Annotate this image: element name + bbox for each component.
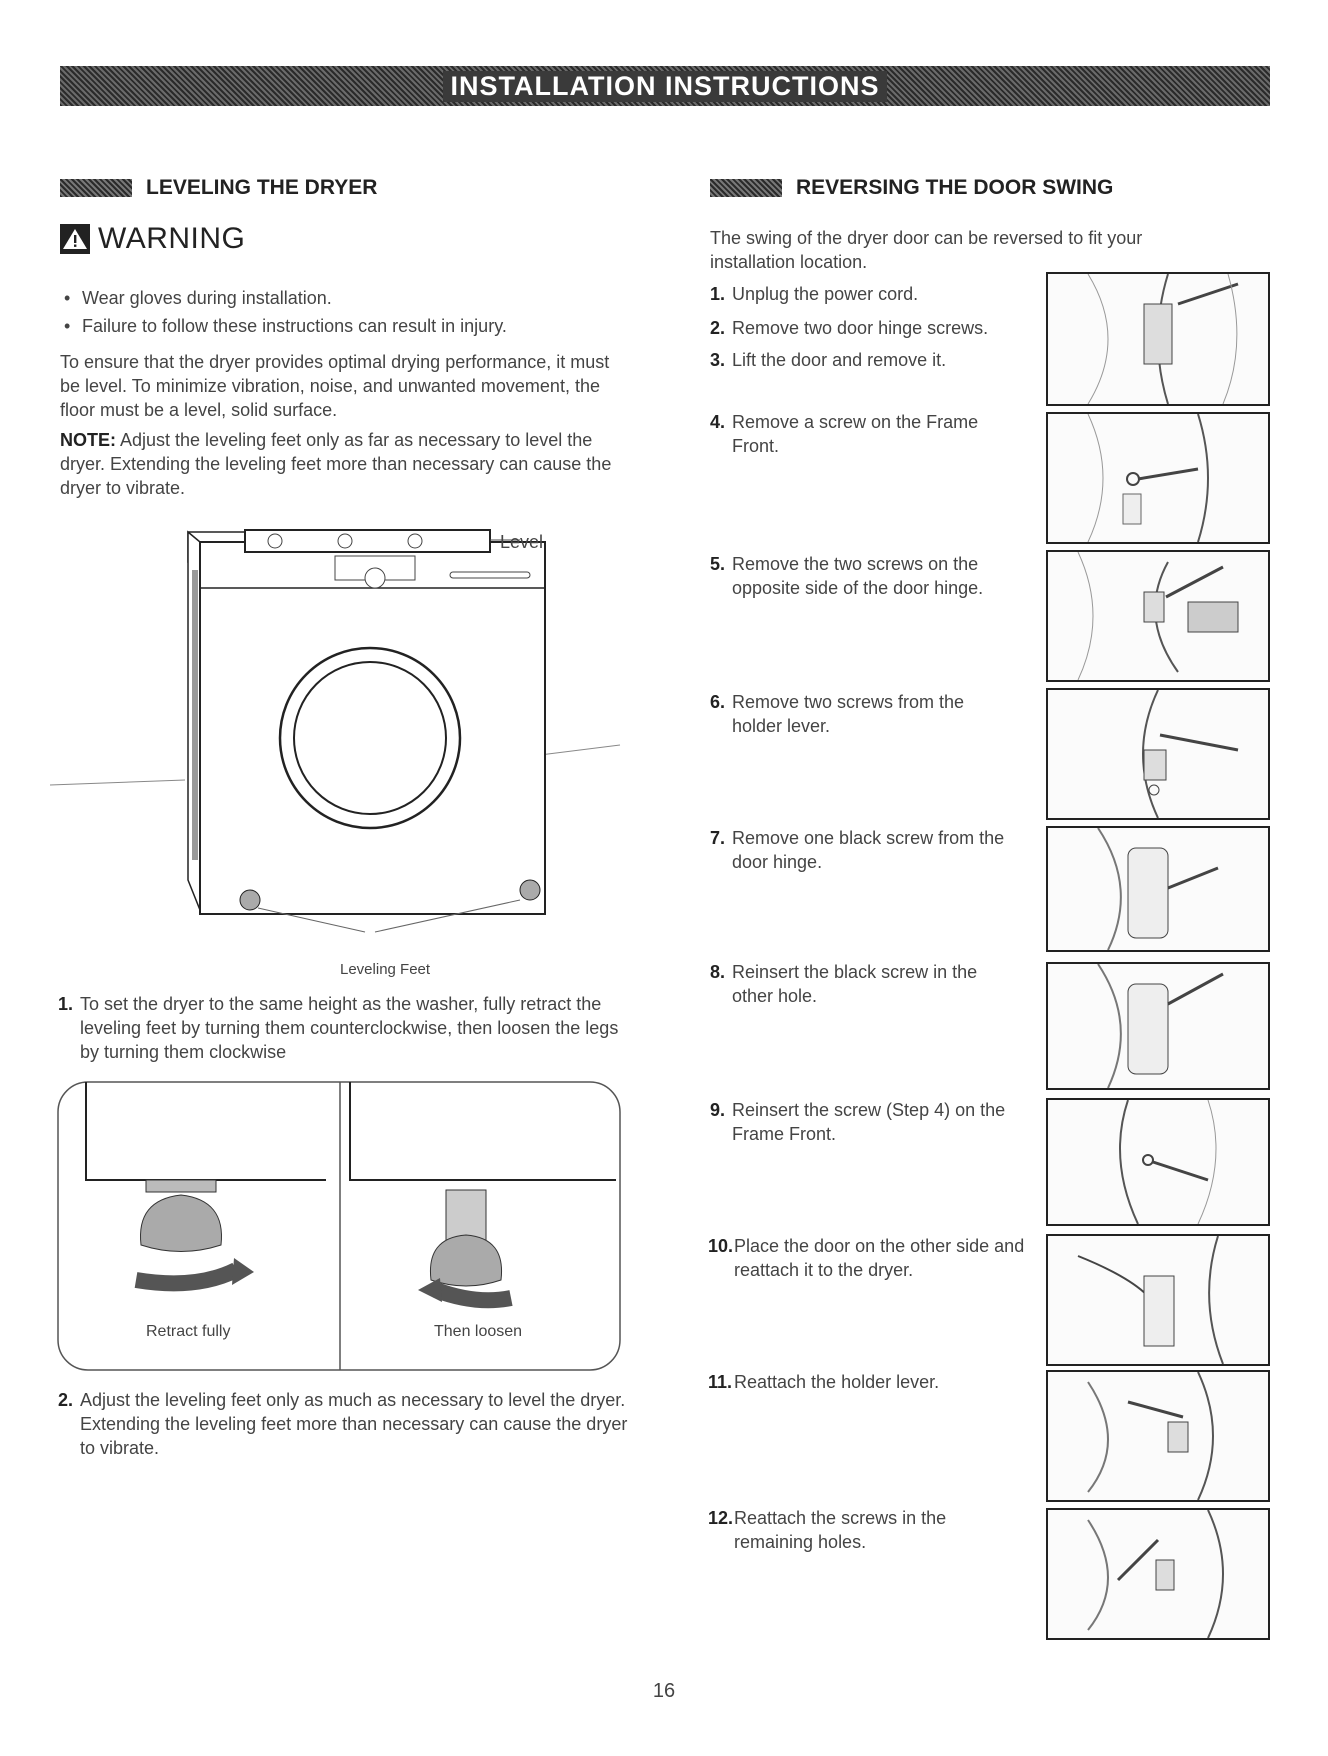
door-step-1: 1.Unplug the power cord. xyxy=(710,284,919,304)
door-step-3: 3.Lift the door and remove it. xyxy=(710,350,947,370)
door-step-5: 5.Remove the two screws on the opposite … xyxy=(710,554,984,598)
page-number: 16 xyxy=(652,1680,676,1702)
warning-bullet: Failure to follow these instructions can… xyxy=(60,312,620,340)
leveling-step-2: 2. Adjust the leveling feet only as much… xyxy=(58,1390,628,1458)
leveling-section-title: LEVELING THE DRYER xyxy=(60,176,377,200)
step-1-3-photo xyxy=(1046,272,1270,406)
step-10-photo xyxy=(1046,1234,1270,1366)
warning-icon xyxy=(60,224,90,254)
door-step-6: 6.Remove two screws from the holder leve… xyxy=(710,692,965,736)
step-11-photo xyxy=(1046,1370,1270,1502)
banner-title: INSTALLATION INSTRUCTIONS xyxy=(442,70,888,102)
level-label: Level xyxy=(500,532,544,552)
door-step-2: 2.Remove two door hinge screws. xyxy=(710,318,989,338)
step-5-photo xyxy=(1046,550,1270,682)
title-bar-decoration xyxy=(60,179,132,197)
retract-label: Retract fully xyxy=(146,1323,231,1340)
leveling-step-1: 1. To set the dryer to the same height a… xyxy=(58,994,619,1062)
door-step-11: 11.Reattach the holder lever. xyxy=(708,1372,940,1392)
step-6-photo xyxy=(1046,688,1270,820)
step-9-photo xyxy=(1046,1098,1270,1226)
warning-list: Wear gloves during installation. Failure… xyxy=(60,284,620,340)
step-7-photo xyxy=(1046,826,1270,952)
loosen-label: Then loosen xyxy=(434,1323,523,1340)
door-step-8: 8.Reinsert the black screw in the other … xyxy=(710,962,978,1006)
door-step-7: 7.Remove one black screw from the door h… xyxy=(710,828,1005,872)
step-8-photo xyxy=(1046,962,1270,1090)
leveling-feet-illustration xyxy=(57,1081,621,1371)
step-4-photo xyxy=(1046,412,1270,544)
door-step-12: 12.Reattach the screws in the remaining … xyxy=(708,1508,947,1552)
leveling-intro: To ensure that the dryer provides optima… xyxy=(60,352,610,420)
dryer-level-illustration xyxy=(50,529,621,933)
section-banner: INSTALLATION INSTRUCTIONS xyxy=(60,66,1270,106)
leveling-feet-label: Leveling Feet xyxy=(340,961,431,978)
door-swing-intro: The swing of the dryer door can be rever… xyxy=(710,228,1143,272)
door-step-4: 4.Remove a screw on the Frame Front. xyxy=(710,412,979,456)
leveling-note: NOTE: Adjust the leveling feet only as f… xyxy=(60,430,612,498)
title-bar-decoration xyxy=(710,179,782,197)
door-step-10: 10.Place the door on the other side and … xyxy=(708,1236,1025,1280)
door-step-9: 9.Reinsert the screw (Step 4) on the Fra… xyxy=(710,1100,1006,1144)
door-swing-section-title: REVERSING THE DOOR SWING xyxy=(710,176,1113,200)
warning-bullet: Wear gloves during installation. xyxy=(60,284,620,312)
warning-heading: WARNING xyxy=(60,222,245,256)
step-12-photo xyxy=(1046,1508,1270,1640)
